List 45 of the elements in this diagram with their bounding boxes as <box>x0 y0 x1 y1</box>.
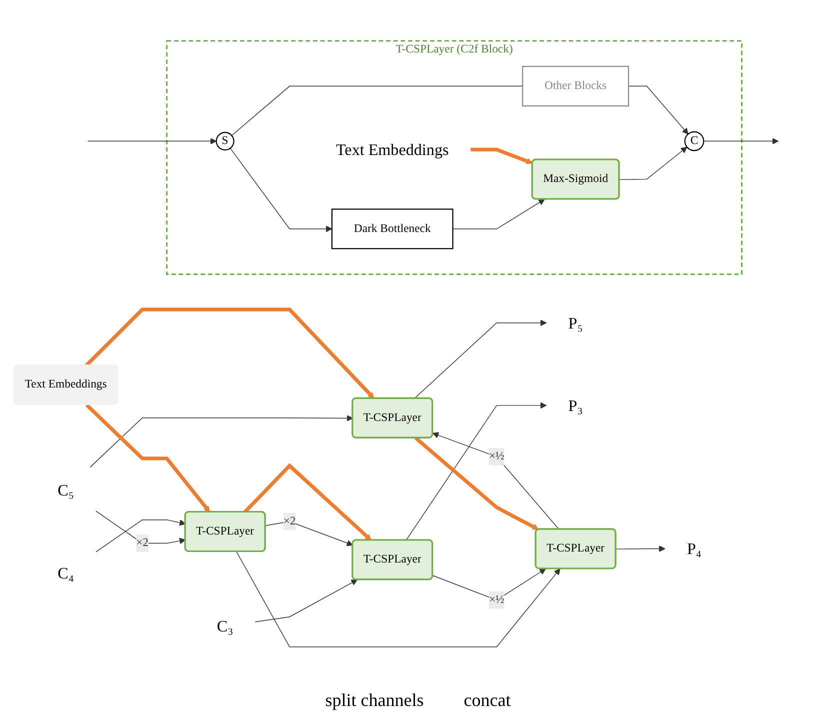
operator-circle: S <box>216 132 234 150</box>
arrow <box>265 521 354 546</box>
layer-box: T-CSPLayer <box>352 397 434 438</box>
arrow <box>230 148 332 232</box>
operator-circle: C <box>684 131 704 152</box>
arrow <box>628 86 688 134</box>
arrow <box>84 308 374 399</box>
feature-label: C₅ <box>58 481 74 500</box>
edge-label: ×½ <box>488 448 504 466</box>
feature-label: C₄ <box>58 564 74 582</box>
feature-label: Text Embeddings <box>336 140 449 159</box>
feature-label: C₃ <box>216 617 234 636</box>
feature-label: P₄ <box>686 540 702 558</box>
arrow <box>406 402 547 541</box>
arrow <box>254 579 358 622</box>
arrow <box>236 551 560 648</box>
feature-label: P₃ <box>568 396 583 415</box>
arrow <box>470 148 533 164</box>
arrow <box>414 436 539 530</box>
arrow <box>616 545 666 552</box>
arrow <box>432 432 560 530</box>
arrow <box>85 404 210 512</box>
layer-box: T-CSPLayer <box>352 539 434 580</box>
arrow <box>414 320 547 399</box>
process-box: Other Blocks <box>522 66 630 106</box>
arrow <box>90 414 354 468</box>
feature-label: P₅ <box>568 314 583 332</box>
arrow <box>96 519 186 552</box>
edge-label: ×2 <box>283 512 296 530</box>
arrow <box>703 138 779 144</box>
arrow <box>96 510 186 544</box>
note-text: split channels <box>325 690 424 711</box>
layer-box: Max-Sigmoid <box>531 158 620 200</box>
arrow <box>87 138 217 144</box>
arrow <box>619 146 688 180</box>
layer-box: T-CSPLayer <box>184 511 266 552</box>
layer-box: T-CSPLayer <box>534 528 616 570</box>
edge-label: ×2 <box>136 534 149 552</box>
note-text: concat <box>464 690 511 711</box>
group-title: T-CSPLayer (C2f Block) <box>396 43 513 56</box>
edge-label: ×½ <box>488 591 504 609</box>
arrow <box>243 463 372 541</box>
process-box: Dark Bottleneck <box>331 208 454 250</box>
embedding-box: Text Embeddings <box>13 364 118 405</box>
arrow <box>452 198 545 230</box>
